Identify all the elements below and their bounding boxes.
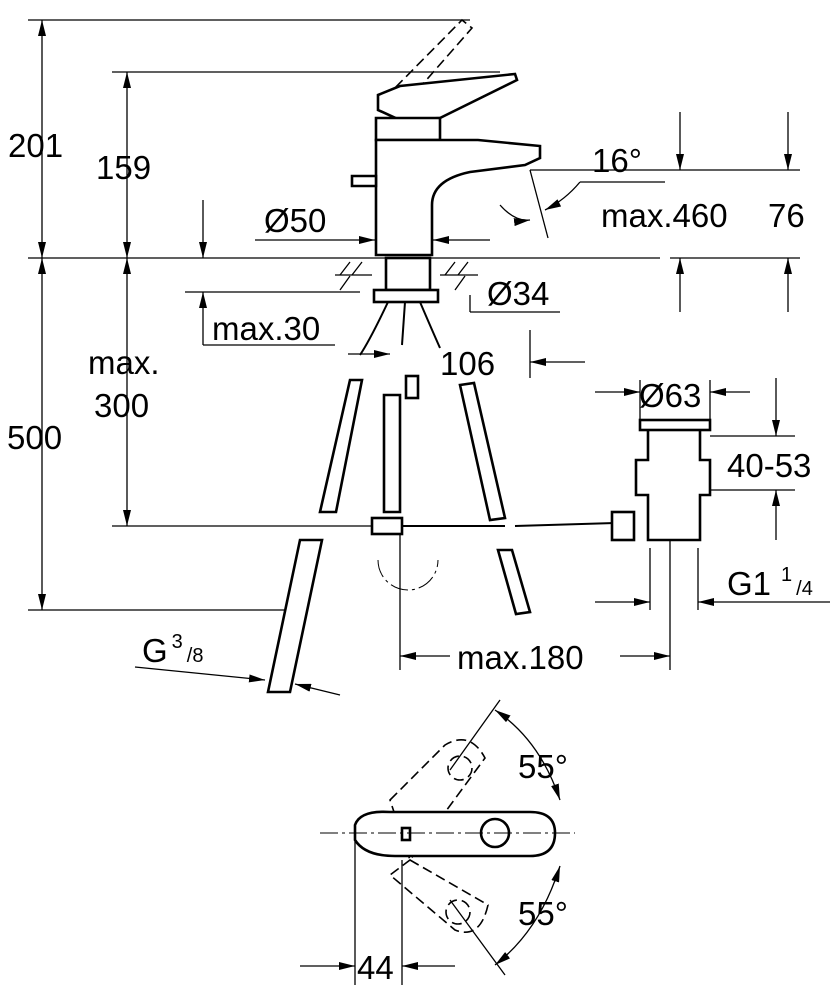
thread-prefix: G	[142, 632, 168, 669]
horizontal-dimensions	[134, 169, 830, 985]
dim-max-460: max.460	[601, 197, 728, 234]
faucet-body	[335, 18, 542, 356]
dim-40-53: 40-53	[727, 447, 811, 484]
dim-500: 500	[7, 419, 62, 456]
dim-44: 44	[357, 949, 394, 986]
mounting-hatch	[335, 261, 478, 291]
dim-diameter-63: Ø63	[639, 377, 701, 414]
dim-106: 106	[440, 345, 495, 382]
dim-angle-16: 16°	[592, 142, 642, 179]
vertical-dimensions	[38, 20, 795, 610]
dim-angle-55-bottom: 55°	[518, 895, 568, 932]
dim-max-300-line1: max.	[88, 344, 160, 381]
dim-thread-g1-1-4: G1 1 /4	[727, 564, 813, 602]
dim-max-300-line2: 300	[94, 387, 149, 424]
supply-hoses	[266, 374, 532, 694]
extension-lines	[28, 19, 800, 611]
thread-numerator: 3	[172, 631, 183, 653]
thread-denominator: /8	[187, 645, 204, 667]
pop-up-waste	[370, 418, 712, 610]
thread-denominator: /4	[796, 578, 813, 600]
dim-thread-g3-8: G 3 /8	[142, 631, 203, 669]
lever-top-view	[320, 699, 575, 976]
thread-prefix: G1	[727, 565, 771, 602]
dim-159: 159	[96, 149, 151, 186]
dim-max-180: max.180	[457, 639, 584, 676]
dim-76: 76	[768, 197, 805, 234]
dim-max-30: max.30	[212, 310, 320, 347]
dim-201: 201	[8, 127, 63, 164]
dim-diameter-50: Ø50	[264, 202, 326, 239]
dimension-labels: 201 159 Ø50 16° max.460 76 Ø34 max.30 10…	[7, 127, 813, 986]
thread-numerator: 1	[781, 564, 792, 586]
dim-diameter-34: Ø34	[487, 275, 549, 312]
dim-angle-55-top: 55°	[518, 748, 568, 785]
